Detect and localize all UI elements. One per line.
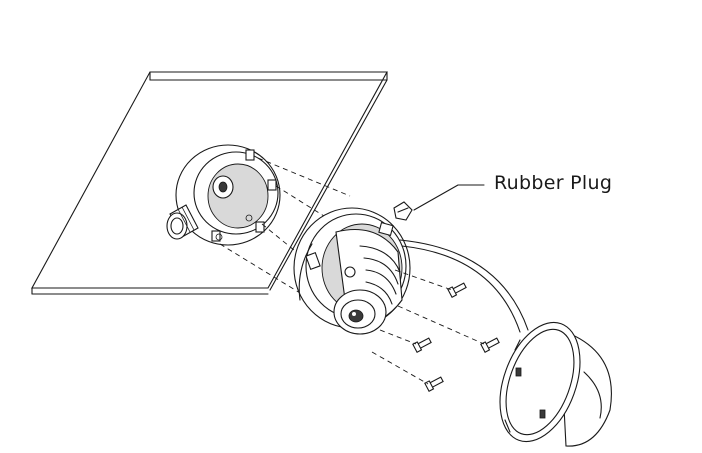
cable-gland [166, 204, 199, 240]
mounting-screws [371, 269, 500, 392]
rubber-plug [393, 201, 413, 221]
junction-box [166, 144, 281, 246]
camera-lens [333, 289, 387, 335]
dome-cover [499, 321, 612, 447]
camera-base [293, 207, 411, 335]
safety-cable [399, 239, 529, 331]
rubber-plug-label: Rubber Plug [494, 172, 613, 194]
callout-leader [413, 184, 485, 211]
